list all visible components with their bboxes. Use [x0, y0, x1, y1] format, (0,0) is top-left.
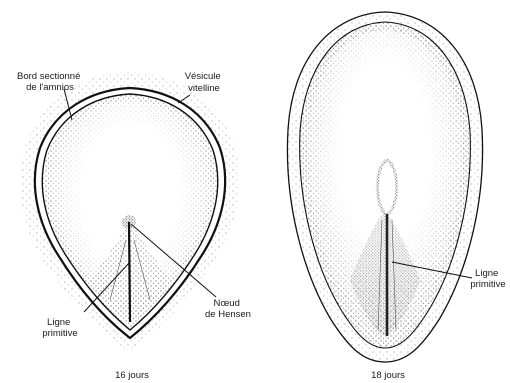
caption-16-days: 16 jours	[115, 370, 149, 381]
label-hensen-node: Nœud de Hensen	[205, 298, 251, 320]
head-process	[377, 160, 396, 214]
primitive-streak-16	[129, 222, 130, 322]
label-streak-16: Ligne primitive	[42, 317, 77, 339]
label-cut-edge: Bord sectionné de l'amnios	[17, 71, 83, 93]
embryo-18-days	[287, 12, 482, 362]
caption-18-days: 18 jours	[371, 370, 405, 381]
label-yolk-sac: Vésicule vitelline	[185, 71, 224, 94]
label-streak-18: Ligne primitive	[470, 268, 505, 290]
